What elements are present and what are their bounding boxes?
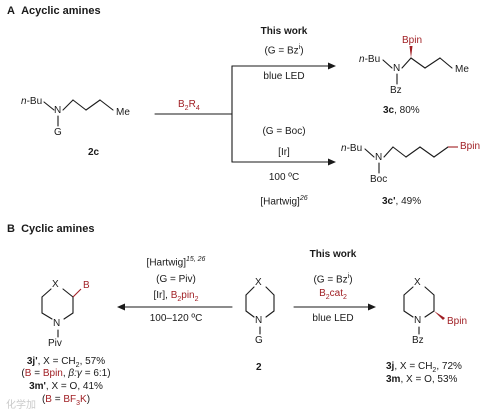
left-product-line3: 3m', X = O, 41% xyxy=(29,381,103,392)
right-product-bpin: Bpin xyxy=(447,316,468,327)
left-product-x: X xyxy=(52,279,59,290)
right-product-line1: 3j, X = CH2, 72% xyxy=(386,361,462,375)
section-a-title: Acyclic amines xyxy=(21,5,101,17)
right-product-line2: 3m, X = O, 53% xyxy=(386,374,458,385)
lower-condition-ref: [Hartwig]26 xyxy=(260,195,308,208)
left-condition-g: (G = Piv) xyxy=(156,274,196,285)
arrowhead-upper xyxy=(328,62,336,70)
left-product-line1: 3j', X = CH2, 57% xyxy=(26,356,106,370)
right-condition-b2cat2: B2cat2 xyxy=(319,288,347,302)
center-ring-g: G xyxy=(255,335,263,346)
right-product-x: X xyxy=(414,277,421,288)
reactant-2c-me: Me xyxy=(116,107,130,118)
section-b-title: Cyclic amines xyxy=(21,223,95,235)
product-3c-bz: Bz xyxy=(390,85,402,96)
bond-left-b xyxy=(72,288,82,298)
left-product-b: B xyxy=(83,280,90,291)
right-product-ring-bonds xyxy=(403,286,435,335)
reactant-2c-bonds xyxy=(43,99,114,127)
center-ring-n: N xyxy=(255,315,263,326)
product-3c-me: Me xyxy=(455,64,469,75)
product-3c-prime-bpin: Bpin xyxy=(460,141,481,152)
left-condition-ir: [Ir], B2pin2 xyxy=(153,290,199,304)
branching-arrow xyxy=(154,65,331,163)
lower-condition-temp: 100 ºC xyxy=(268,172,300,183)
section-b-heading: B Cyclic amines xyxy=(7,224,94,235)
section-a-heading: A Acyclic amines xyxy=(7,6,101,17)
section-a-letter: A xyxy=(7,5,15,17)
left-product-piv: Piv xyxy=(48,338,62,349)
left-product-line2: (B = Bpin, β:γ = 6:1) xyxy=(21,368,111,379)
upper-this-work: This work xyxy=(260,26,308,37)
center-ring-x: X xyxy=(255,277,262,288)
right-product-bz: Bz xyxy=(412,335,424,346)
product-3c-prime-boc: Boc xyxy=(370,174,388,185)
reactant-2c-n: N xyxy=(54,105,62,116)
product-3c-prime-yield: 3c', 49% xyxy=(382,196,422,207)
product-3c-prime-nbu: n-Bu xyxy=(341,143,363,154)
left-condition-temp: 100–120 ºC xyxy=(149,313,203,324)
compound-label-2c: 2c xyxy=(88,147,100,158)
arrowhead-right xyxy=(368,303,376,311)
right-this-work: This work xyxy=(309,249,357,260)
reagent-b2r4: B2R4 xyxy=(178,99,200,113)
product-3c-prime-bonds xyxy=(364,146,449,174)
wedge-bond-3c xyxy=(409,46,413,58)
product-3c-bpin: Bpin xyxy=(402,35,423,46)
right-condition-g: (G = Bzi) xyxy=(313,273,353,286)
center-ring-bonds xyxy=(245,286,275,335)
left-condition-ref: [Hartwig]15, 26 xyxy=(146,256,206,269)
upper-condition-g: (G = Bzi) xyxy=(264,44,304,57)
reactant-2c-g: G xyxy=(54,127,62,138)
section-b-letter: B xyxy=(7,223,15,235)
lower-condition-ir: [Ir] xyxy=(278,147,290,158)
reactant-2c-nbu: n-Bu xyxy=(21,96,43,107)
arrowhead-left xyxy=(117,303,125,311)
lower-condition-g: (G = Boc) xyxy=(262,126,306,137)
watermark: 化学加 xyxy=(6,400,36,411)
wedge-bond-right xyxy=(434,311,445,320)
product-3c-bonds xyxy=(382,57,453,85)
right-condition-led: blue LED xyxy=(312,313,354,324)
arrowhead-lower xyxy=(328,158,336,166)
product-3c-prime-n: N xyxy=(375,152,383,163)
product-3c-nbu: n-Bu xyxy=(359,54,381,65)
left-product-ring-bonds xyxy=(41,288,74,338)
left-product-line4: (B = BF3K) xyxy=(41,394,91,408)
upper-condition-led: blue LED xyxy=(263,71,305,82)
product-3c-yield: 3c, 80% xyxy=(383,105,420,116)
left-product-n: N xyxy=(53,318,61,329)
compound-label-2: 2 xyxy=(256,362,262,373)
product-3c-n: N xyxy=(393,63,401,74)
right-product-n: N xyxy=(414,315,422,326)
